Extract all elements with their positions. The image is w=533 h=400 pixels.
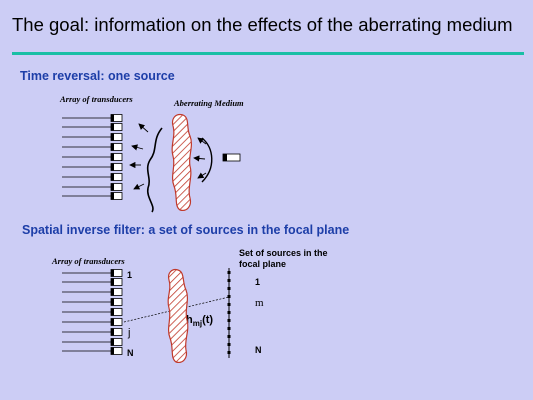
transfer-function-h: h — [186, 314, 193, 326]
transfer-function-arg: (t) — [202, 314, 214, 326]
transducer-array-bottom — [62, 269, 123, 355]
element-label-N: N — [127, 348, 134, 358]
section-heading-spatial-filter: Spatial inverse filter: a set of sources… — [22, 223, 350, 237]
element-label-1: 1 — [127, 270, 133, 280]
incident-wavefront — [201, 137, 213, 183]
focal-plane-sources — [227, 268, 231, 358]
source-label-m: m — [255, 297, 264, 309]
wavefront-arrows-left — [129, 123, 149, 190]
aberrating-medium-top — [171, 113, 193, 211]
sources-label: Set of sources in the focal plane — [239, 248, 328, 269]
array-label-top: Array of transducers — [60, 94, 133, 104]
transfer-function-sub: mj — [192, 319, 203, 329]
medium-label-top: Aberrating Medium — [174, 98, 244, 108]
section-heading-time-reversal: Time reversal: one source — [20, 69, 175, 83]
transfer-function-label: hmj(t) — [186, 314, 213, 328]
source-label-1: 1 — [255, 277, 261, 287]
title-divider — [12, 52, 524, 55]
transducer-array-top — [62, 114, 123, 200]
wavefront-arrows-right — [193, 137, 207, 179]
aberrating-medium-bottom — [167, 268, 189, 363]
element-label-j: j — [128, 327, 131, 339]
source-label-N: N — [255, 345, 262, 355]
array-label-bottom: Array of transducers — [52, 256, 125, 266]
slide-title: The goal: information on the effects of … — [12, 14, 513, 35]
point-source — [222, 153, 241, 162]
aberrated-wavefront — [146, 127, 163, 213]
